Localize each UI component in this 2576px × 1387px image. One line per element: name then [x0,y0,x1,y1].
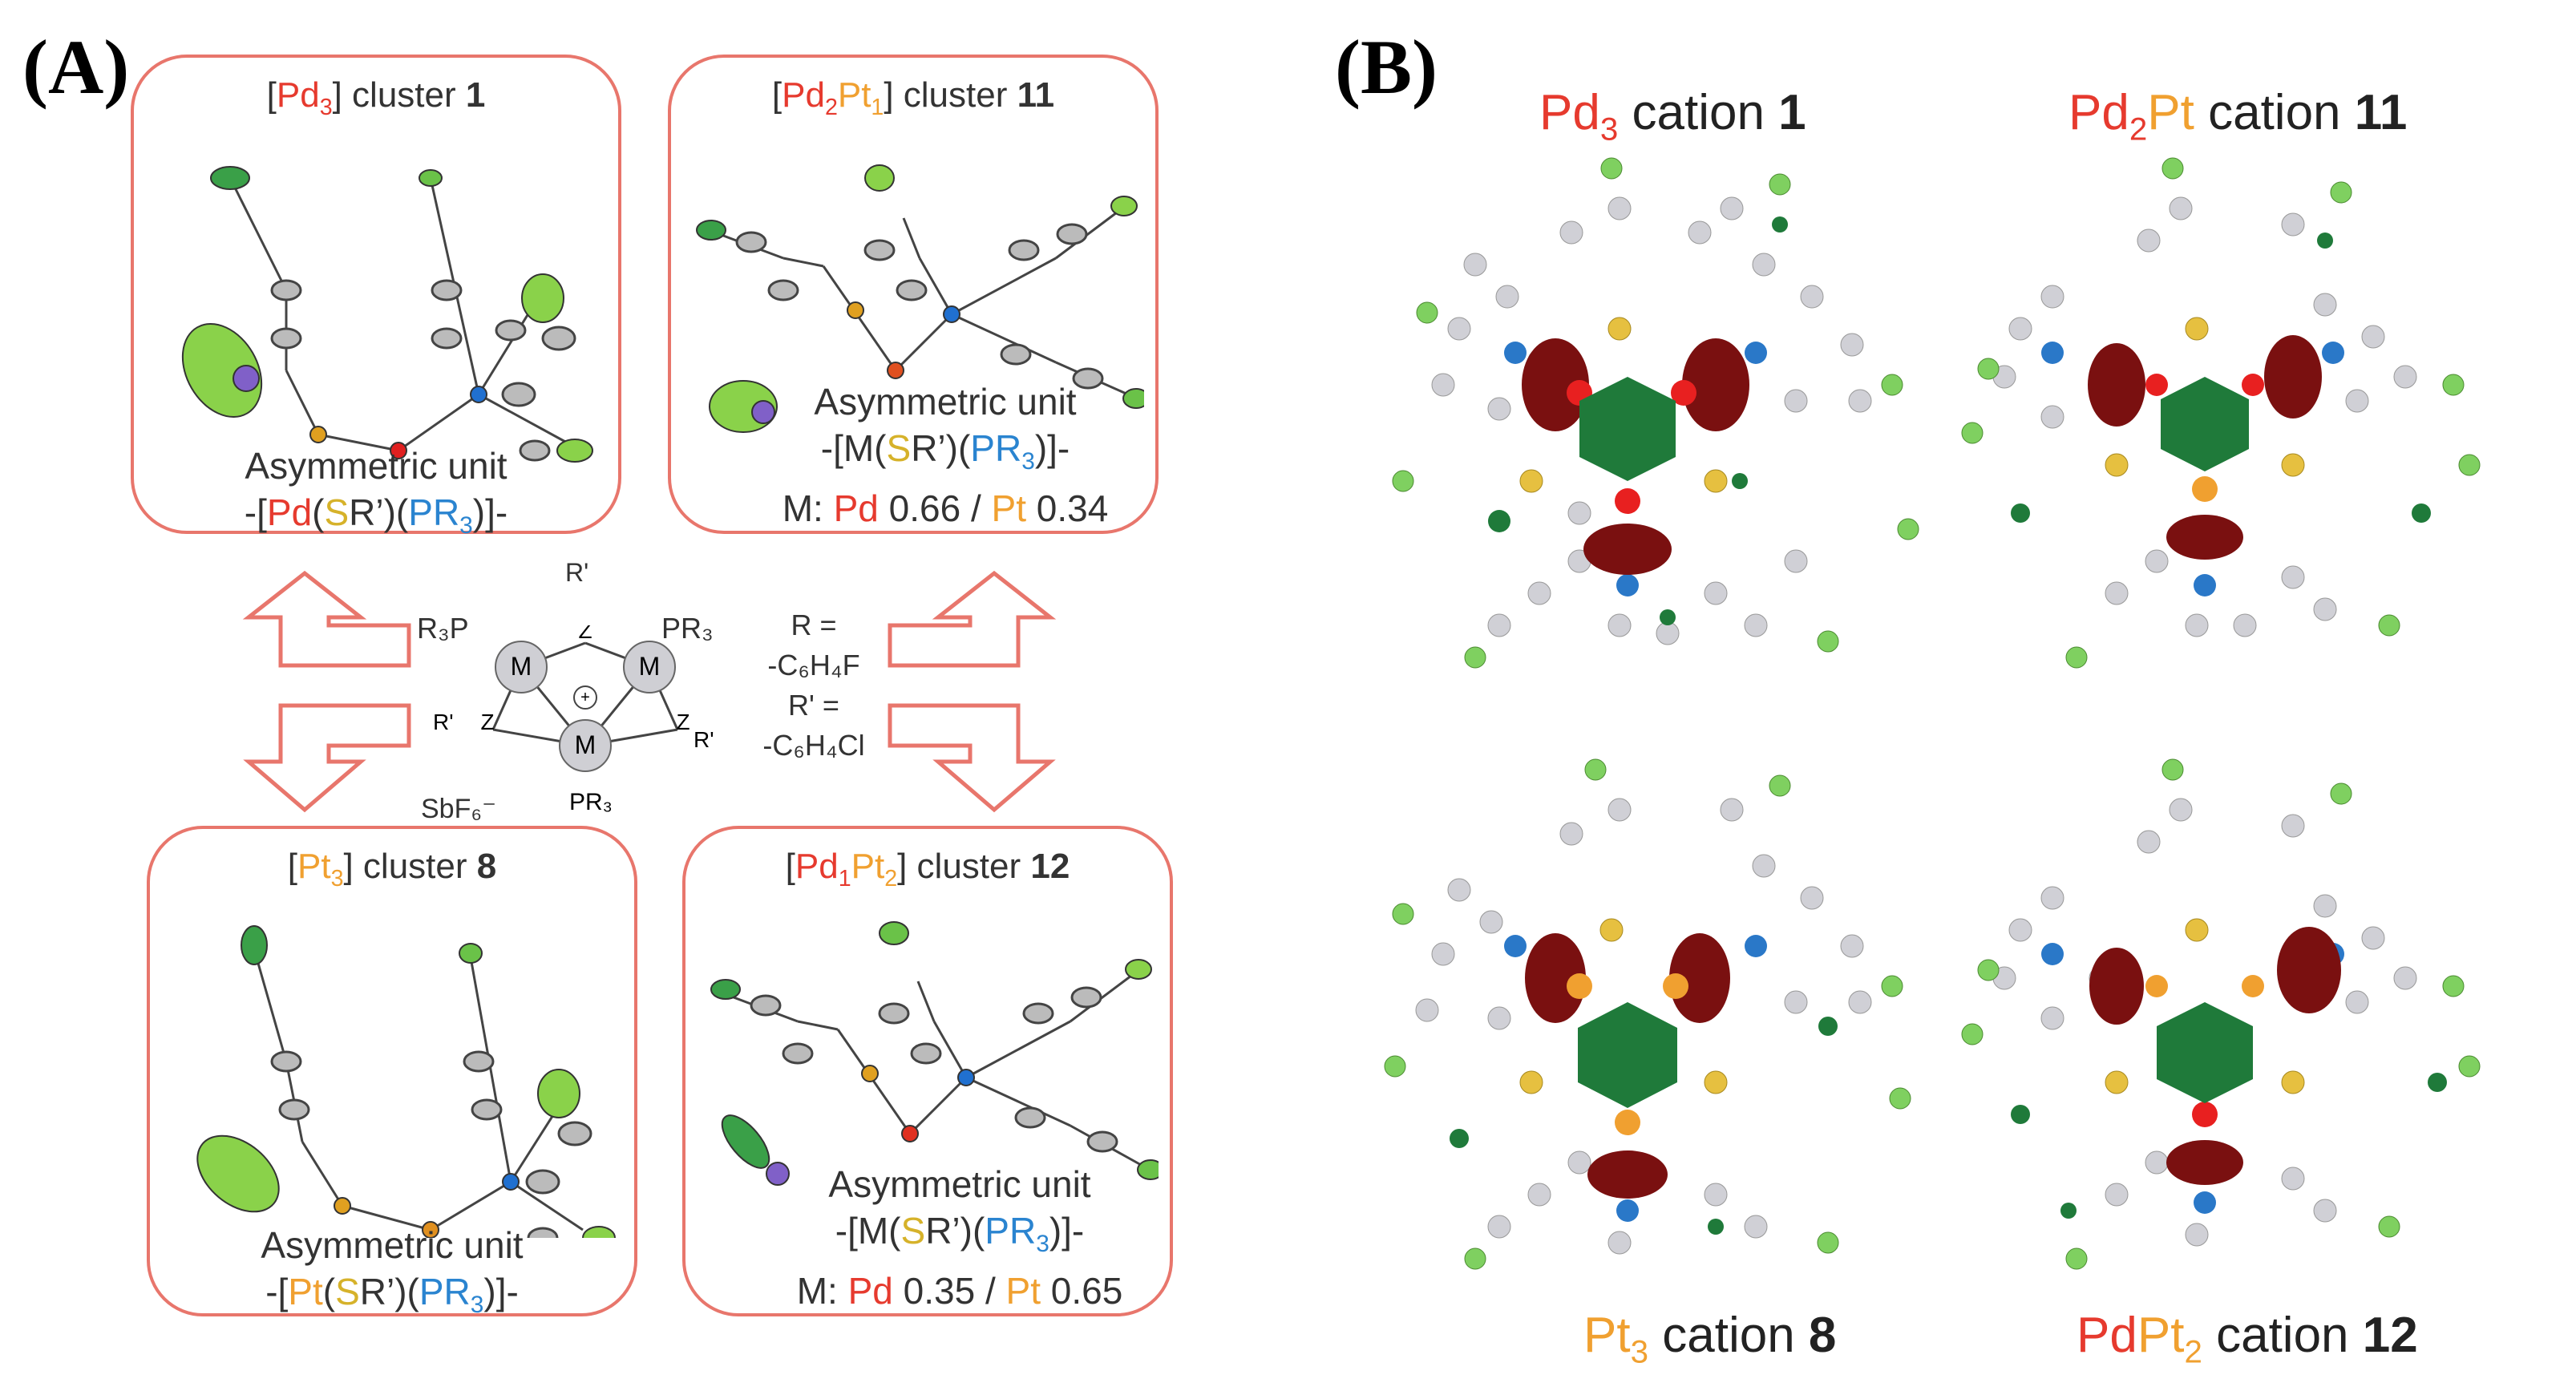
r-prime-right: R' [694,727,714,752]
cluster-11-box: [Pd2Pt1] cluster 11 Asymmetric unit -[M(… [668,55,1159,534]
crystal-structure-11 [696,164,1144,433]
panel-b-label: (B) [1335,24,1438,110]
z-top: Z [578,625,592,643]
orbital-cation-8 [1384,758,1911,1270]
arrow-down-left [243,703,411,813]
orbital-cation-1 [1392,157,1919,669]
cluster-1-unit: Asymmetric unit -[Pd(SR’)(PR3)]- [244,445,508,540]
cluster-11-unit: Asymmetric unit -[M(SR’)(PR3)]- M: Pd 0.… [782,381,1109,530]
pr3-right-label: PR₃ [661,612,714,645]
r-prime-top: R' [565,558,589,587]
arrow-up-right [888,570,1057,668]
sbf6-label: SbF₆⁻ [421,794,497,824]
orbital-cation-12 [1961,758,2481,1270]
cluster-1-box: [Pd3] cluster 1 Asymmetric unit -[Pd(SR’… [131,55,621,539]
orbital-cation-11 [1961,157,2481,669]
caption-cation-11: Pd2Pt cation 11 [2068,85,2408,148]
r-definition: R = -C₆H₄F R' = -C₆H₄Cl [762,609,865,762]
z-left: Z [480,710,494,734]
cluster-8-box: [Pt3] cluster 8 Asymmetric unit -[Pt(SR’… [147,826,637,1318]
cluster-1-title: [Pd3] cluster 1 [266,75,486,120]
center-scheme: + M M M Z Z Z R' R' PR₃ [433,625,714,815]
cluster-11-title: [Pd2Pt1] cluster 11 [771,75,1055,120]
crystal-structure-12 [710,921,1159,1186]
arrow-down-right [888,703,1056,813]
r3p-label: R₃P [417,612,469,645]
panel-a-label: (A) [22,24,130,110]
caption-cation-1: Pd3 cation 1 [1539,85,1806,148]
caption-cation-8: Pt3 cation 8 [1583,1308,1837,1370]
cluster-8-unit: Asymmetric unit -[Pt(SR’)(PR3)]- [261,1224,524,1319]
caption-cation-12: PdPt2 cation 12 [2077,1308,2418,1370]
cluster-12-box: [Pd1Pt2] cluster 12 Asymmetric unit -[M(… [682,826,1173,1316]
metal-label-2: M [639,652,661,681]
svg-text:+: + [580,689,590,706]
arrow-up-left [242,570,411,668]
cluster-8-title: [Pt3] cluster 8 [287,847,497,892]
metal-label-1: M [511,652,532,681]
cluster-12-unit: Asymmetric unit -[M(SR’)(PR3)]- M: Pd 0.… [796,1163,1123,1312]
cluster-12-title: [Pd1Pt2] cluster 12 [785,847,1070,892]
z-right: Z [676,710,689,734]
crystal-structure-8 [196,925,616,1238]
r-prime-left: R' [433,710,454,734]
crystal-structure-1 [181,166,593,463]
metal-label-3: M [575,730,596,759]
pr3-bottom: PR₃ [569,789,613,815]
